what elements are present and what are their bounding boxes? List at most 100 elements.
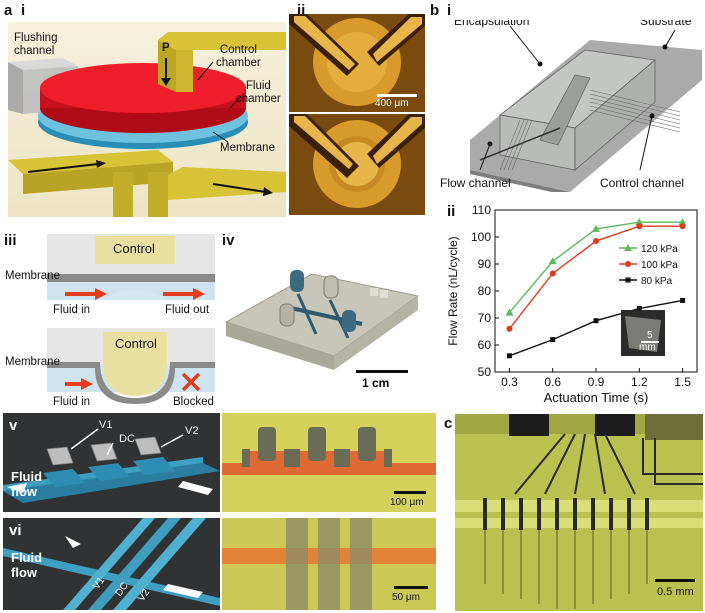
sublabel-a-iv: iv (222, 232, 235, 249)
data-point (593, 238, 599, 245)
valve-crossing-render: vi Fluid flow V1 DC V2 (3, 518, 220, 610)
label-flushing-channel: Flushing channel (14, 32, 58, 57)
data-point (506, 353, 512, 359)
valve-crossing-render-drawing (3, 518, 220, 610)
legend-entry: 120 kPa (641, 244, 678, 255)
y-tick-label: 110 (472, 203, 491, 217)
label-fluid-in-top: Fluid in (53, 304, 91, 316)
sublabel-b-i: i (447, 2, 452, 19)
scale-bar-100um (394, 491, 426, 494)
multiplexer-drawing (455, 414, 703, 611)
scale-label-0-5mm: 0.5 mm (657, 586, 694, 598)
scale-bar-1cm (356, 370, 408, 373)
label-v2-render: V2 (185, 425, 199, 437)
data-point (550, 337, 556, 343)
x-tick-label: 1.5 (674, 375, 691, 389)
x-tick-label: 0.3 (501, 375, 518, 389)
label-fluid-chamber: Fluid chamber (236, 80, 281, 105)
chart-inset-scale-value: 5 (647, 330, 653, 341)
x-tick-label: 0.9 (588, 375, 605, 389)
data-point (635, 218, 644, 226)
y-tick-label: 90 (478, 257, 492, 271)
data-point (593, 318, 599, 324)
data-point (636, 306, 642, 312)
label-control-channel: Control channel (600, 176, 685, 190)
scale-label-50um: 50 μm (392, 592, 420, 603)
chip-photo-drawing (224, 270, 420, 370)
y-axis-label: Flow Rate (nL/cycle) (446, 236, 460, 345)
scale-label-100um: 100 μm (390, 497, 424, 508)
legend-entry: 80 kPa (641, 276, 673, 287)
y-tick-label: 80 (478, 284, 492, 298)
label-control-top: Control (113, 241, 155, 256)
scale-label-1cm: 1 cm (362, 376, 390, 390)
valve-array-render-drawing (3, 413, 220, 512)
sublabel-a-v: v (9, 417, 18, 434)
valve-3d-schematic: Flushing channel P Control chamber Fluid… (8, 22, 286, 217)
multiplexer-micrograph: 0.5 mm (455, 414, 703, 611)
legend-marker (625, 277, 631, 283)
scale-bar-50um (394, 586, 428, 589)
label-pressure: P (162, 42, 170, 54)
legend-marker (625, 261, 631, 267)
valve-crossing-micrograph: 50 μm (222, 518, 436, 610)
panel-label-c: c (444, 415, 453, 432)
data-point (592, 224, 600, 232)
chip-photo: 1 cm (222, 248, 422, 398)
valve-array-micrograph-drawing (222, 413, 436, 512)
chart-inset-scale-bar (641, 341, 659, 343)
valve-crossing-micrograph-drawing (222, 518, 436, 610)
label-control-chamber: Control chamber (216, 44, 261, 69)
cross-section-closed-drawing (47, 328, 215, 404)
x-tick-label: 0.6 (544, 375, 561, 389)
data-point (636, 223, 643, 230)
y-tick-label: 50 (478, 365, 492, 379)
y-tick-label: 100 (471, 230, 491, 244)
label-encapsulation: Encapsulation (454, 20, 530, 28)
valve-closed-cross-section: Control Membrane Fluid in Blocked (5, 326, 217, 412)
label-fluid-in-bottom: Fluid in (53, 396, 91, 408)
chip-3d-render: Encapsulation Substrate Flow channel Con… (440, 20, 702, 192)
sublabel-a-ii: ii (297, 2, 306, 19)
legend-entry: 100 kPa (641, 260, 678, 271)
label-fluid-out: Fluid out (165, 304, 210, 316)
scale-label-400um: 400 μm (375, 98, 409, 109)
cross-section-open-drawing (47, 234, 215, 300)
micrograph-closed-drawing (289, 114, 425, 215)
valve-open-cross-section: Control Membrane Fluid in Fluid out (5, 232, 217, 320)
data-point (549, 270, 556, 277)
legend-marker (624, 244, 632, 251)
chart-plot-frame (494, 209, 698, 373)
valve-micrograph-closed (289, 114, 425, 215)
label-membrane-bottom: Membrane (5, 356, 60, 368)
sublabel-a-i: i (21, 2, 26, 19)
x-tick-label: 1.2 (631, 375, 648, 389)
panel-label-b: b (430, 2, 440, 19)
scale-bar-0-5mm (655, 579, 695, 582)
data-point (678, 218, 687, 226)
data-point (680, 297, 686, 303)
valve-micrograph-open: 400 μm (289, 14, 425, 112)
scale-bar-400um (377, 94, 417, 97)
label-fluid-flow-v: Fluid flow (11, 469, 43, 499)
data-point (679, 223, 686, 230)
label-substrate: Substrate (640, 20, 692, 28)
label-membrane-top: Membrane (5, 270, 60, 282)
sublabel-a-vi: vi (9, 522, 22, 539)
chart-inset-scale-unit: mm (639, 342, 656, 353)
label-membrane: Membrane (220, 142, 275, 154)
y-tick-label: 70 (478, 311, 492, 325)
data-point (505, 308, 514, 316)
sublabel-a-iii: iii (4, 232, 17, 249)
data-point (548, 257, 557, 265)
label-blocked: Blocked (173, 396, 214, 408)
x-axis-label: Actuation Time (s) (544, 390, 649, 405)
valve-3d-drawing (8, 22, 286, 217)
label-v1-render: V1 (99, 419, 113, 431)
label-dc-render: DC (119, 433, 135, 445)
label-fluid-flow-vi: Fluid flow (11, 550, 43, 580)
panel-label-a: a (4, 2, 13, 19)
data-point (506, 325, 513, 332)
sublabel-b-ii: ii (447, 203, 456, 220)
